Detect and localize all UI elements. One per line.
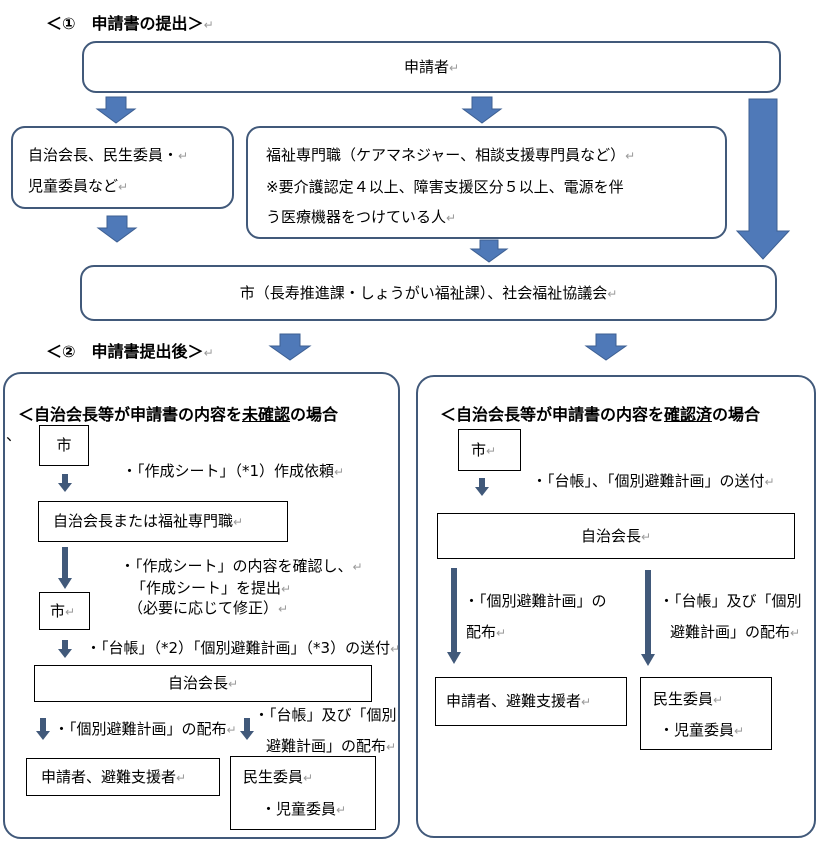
chairman-box-line2: 児童委員など↵ xyxy=(28,177,129,195)
right-applicant-supporter-box: 申請者、避難支援者↵ xyxy=(435,677,627,726)
right-note-distribute-both-2: 避難計画」の配布↵ xyxy=(670,623,801,641)
right-note-send: ・「台帳」、「個別避難計画」の送付↵ xyxy=(532,472,775,490)
arrow-welfare-to-city xyxy=(469,239,509,263)
left-note-distribute-plan: ・「個別避難計画」の配布↵ xyxy=(54,720,237,738)
arrow-applicant-to-chairman xyxy=(95,96,137,124)
arrow-city-to-left-panel xyxy=(268,333,312,361)
left-note-request: ・「作成シート」（*1）作成依頼↵ xyxy=(122,462,345,480)
welfare-specialist-box: 福祉専門職（ケアマネジャー、相談支援専門員など）↵ ※要介護認定４以上、障害支援… xyxy=(246,126,727,239)
applicant-box: 申請者↵ xyxy=(82,41,781,93)
left-arrow-4 xyxy=(36,718,50,740)
left-arrow-2 xyxy=(58,547,72,589)
left-arrow-1 xyxy=(58,474,72,492)
left-note-distribute-both-2: 避難計画」の配布↵ xyxy=(266,737,397,755)
city-council-box: 市（長寿推進課・しょうがい福祉課）、社会福祉協議会↵ xyxy=(80,265,777,321)
right-note-distribute-plan-1: ・「個別避難計画」の xyxy=(464,592,607,610)
right-chairman-box: 自治会長↵ xyxy=(437,513,795,559)
arrow-chairman-to-city xyxy=(96,215,138,243)
chairman-box-line1: 自治会長、民生委員・↵ xyxy=(28,146,189,164)
welfare-box-line1: 福祉専門職（ケアマネジャー、相談支援専門員など）↵ xyxy=(266,146,636,164)
left-minsei-box: 民生委員↵ ・児童委員↵ xyxy=(230,756,376,830)
right-note-distribute-plan-2: 配布↵ xyxy=(466,623,507,641)
applicant-label: 申請者↵ xyxy=(403,57,460,76)
left-note-confirm-2: 「作成シート」を提出↵ xyxy=(131,579,292,597)
left-note-send: ・「台帳」（*2）「個別避難計画」（*3）の送付↵ xyxy=(86,639,401,657)
arrow-applicant-to-city-long xyxy=(735,98,791,260)
left-note-distribute-both-1: ・「台帳」及び「個別 xyxy=(254,706,397,724)
right-minsei-box: 民生委員↵ ・児童委員↵ xyxy=(640,677,772,750)
right-arrow-3 xyxy=(641,570,655,666)
welfare-box-line3: う医療機器をつけている人↵ xyxy=(266,208,457,226)
right-note-distribute-both-1: ・「台帳」及び「個別 xyxy=(659,592,802,610)
arrow-applicant-to-welfare xyxy=(461,96,503,124)
left-city-box-1: 市 xyxy=(39,425,89,466)
left-chairman-or-welfare-box: 自治会長または福祉専門職↵ xyxy=(38,501,288,542)
arrow-city-to-right-panel xyxy=(584,333,628,361)
left-applicant-supporter-box: 申請者、避難支援者↵ xyxy=(26,758,220,796)
welfare-box-line2: ※要介護認定４以上、障害支援区分５以上、電源を伴 xyxy=(266,178,624,196)
right-city-box: 市↵ xyxy=(458,429,521,471)
left-panel-title: ＜自治会長等が申請書の内容を未確認の場合 xyxy=(18,405,339,424)
left-note-confirm-3: （必要に応じて修正）↵ xyxy=(128,599,289,617)
section2-title: ＜② 申請書提出後＞↵ xyxy=(46,342,214,361)
left-arrow-5 xyxy=(240,718,254,740)
left-arrow-3 xyxy=(58,640,72,658)
left-city-box-2: 市↵ xyxy=(39,592,90,630)
city-council-label: 市（長寿推進課・しょうがい福祉課）、社会福祉協議会↵ xyxy=(239,283,618,302)
right-arrow-1 xyxy=(475,478,489,496)
left-note-confirm-1: ・「作成シート」の内容を確認し、↵ xyxy=(120,557,363,575)
right-arrow-2 xyxy=(447,568,461,664)
chairman-minsei-box: 自治会長、民生委員・↵ 児童委員など↵ xyxy=(11,126,234,209)
left-stray-mark: 、 xyxy=(6,426,22,444)
right-panel-title: ＜自治会長等が申請書の内容を確認済の場合 xyxy=(440,405,761,424)
section1-title: ＜① 申請書の提出＞↵ xyxy=(46,14,214,33)
left-chairman-box: 自治会長↵ xyxy=(34,665,372,702)
